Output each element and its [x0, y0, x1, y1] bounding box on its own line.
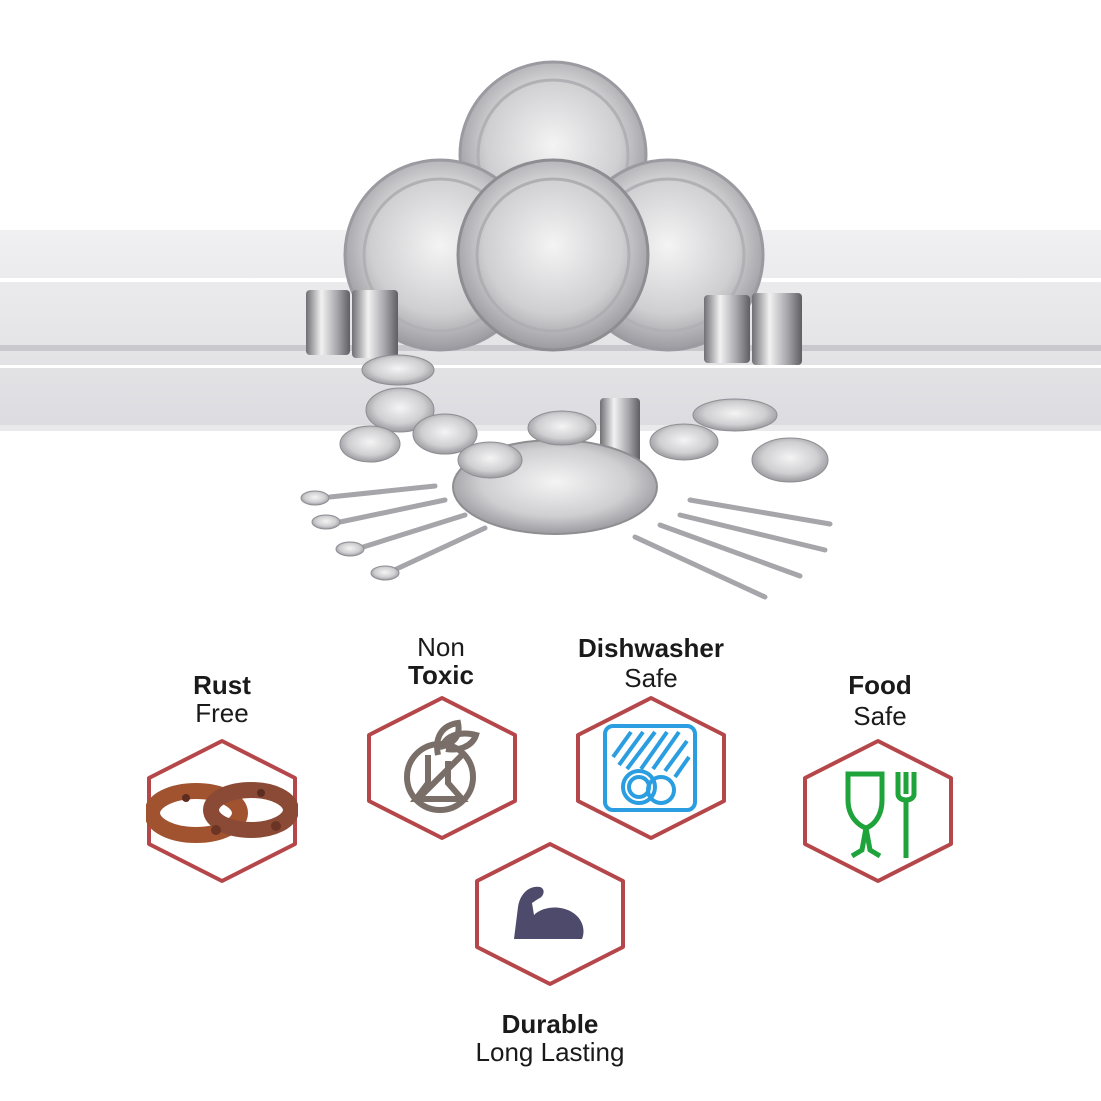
- hex-dishwasher-safe: [575, 695, 727, 841]
- feature-title: Dishwasher: [578, 633, 724, 663]
- feature-title: Rust: [193, 670, 251, 700]
- feature-title: Food: [848, 670, 912, 700]
- feature-subtitle: Safe: [624, 663, 678, 693]
- glass-fork-icon: [845, 771, 917, 859]
- feature-subtitle: Long Lasting: [475, 1037, 625, 1067]
- feature-label-rust-free: Rust Free: [92, 671, 352, 727]
- plates: [343, 60, 765, 352]
- rusty-chain-icon: [144, 782, 299, 843]
- spoon-bowls: [300, 490, 400, 581]
- bowls: [339, 354, 829, 483]
- feature-title: Durable: [501, 1009, 599, 1039]
- flexed-arm-icon: [514, 886, 584, 939]
- dishwasher-icon: [603, 724, 697, 812]
- feature-label-non-toxic: Non Toxic: [311, 633, 571, 689]
- feature-subtitle: Free: [195, 698, 249, 728]
- no-chemicals-leaf-icon: [404, 719, 480, 813]
- hex-durable: [474, 841, 626, 987]
- thali: [452, 410, 658, 535]
- hex-non-toxic: [366, 695, 518, 841]
- hex-rust-free: [144, 738, 299, 884]
- product-image: [0, 60, 1101, 600]
- cutlery: [327, 483, 833, 600]
- feature-label-dishwasher-safe: Dishwasher Safe: [521, 634, 781, 692]
- feature-label-food-safe: Food Safe: [750, 671, 1010, 730]
- feature-title: Toxic: [408, 660, 474, 690]
- feature-label-durable: Durable Long Lasting: [420, 1010, 680, 1066]
- feature-subtitle: Non: [417, 632, 465, 662]
- feature-subtitle: Safe: [853, 701, 907, 731]
- hex-food-safe: [802, 738, 954, 884]
